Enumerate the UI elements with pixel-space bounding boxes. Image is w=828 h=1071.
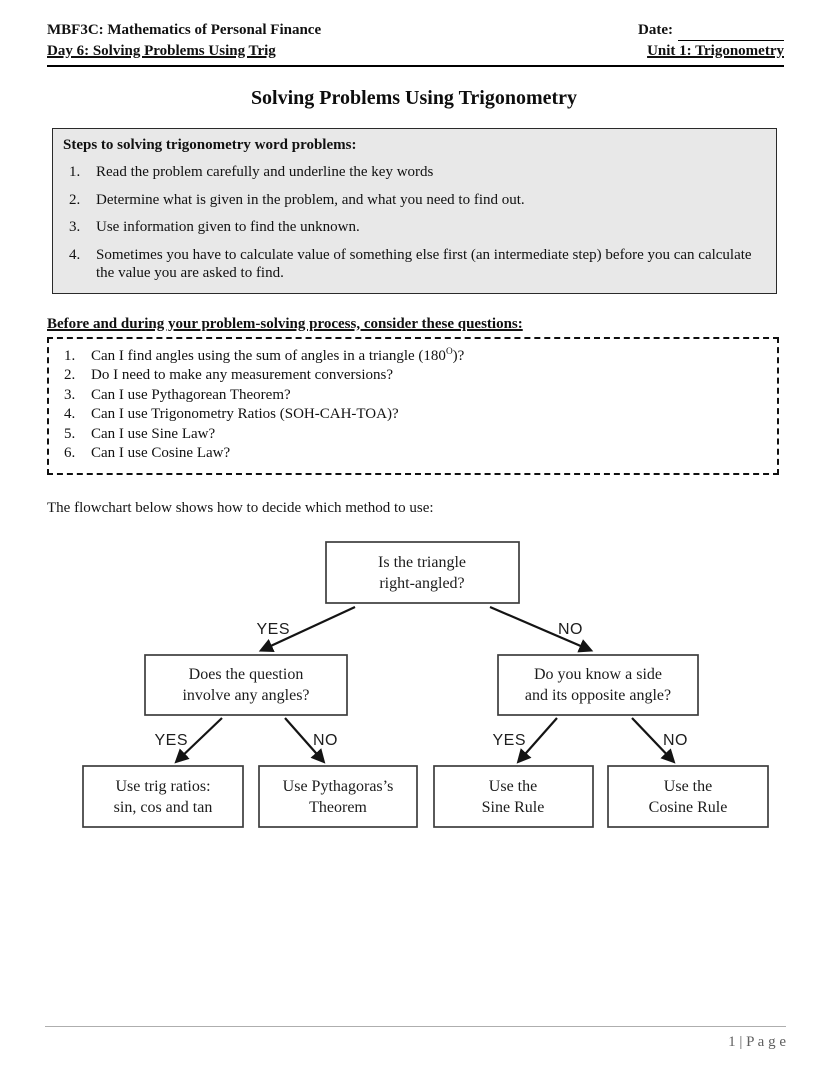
node-pythagoras-line2: Theorem xyxy=(309,799,367,816)
node-cosine-rule-line2: Cosine Rule xyxy=(649,799,728,816)
list-number: 2. xyxy=(64,367,76,384)
list-text: Use information given to find the unknow… xyxy=(96,219,360,236)
list-item: 2. Do I need to make any measurement con… xyxy=(64,366,767,386)
page-footer: 1 | P a g e xyxy=(45,1026,786,1051)
date-label: Date: xyxy=(638,22,673,38)
list-number: 1. xyxy=(64,347,76,364)
node-sine-rule-line1: Use the xyxy=(489,778,537,795)
list-text: Do I need to make any measurement conver… xyxy=(91,367,393,384)
node-sine-rule-line2: Sine Rule xyxy=(482,799,545,816)
list-item: 5. Can I use Sine Law? xyxy=(64,425,767,445)
node-angles-question xyxy=(144,654,348,716)
date-field: Date: xyxy=(638,20,784,41)
node-angles-line2: involve any angles? xyxy=(182,687,309,704)
node-sine-rule xyxy=(433,765,594,828)
list-number: 3. xyxy=(64,386,76,403)
node-cosine-rule xyxy=(607,765,769,828)
list-item: 3. Use information given to find the unk… xyxy=(63,218,764,237)
list-text: Can I use Cosine Law? xyxy=(91,445,231,462)
questions-box: 1. Can I find angles using the sum of an… xyxy=(47,336,779,475)
unit-title: Unit 1: Trigonometry xyxy=(647,43,784,59)
list-text: Can I use Trigonometry Ratios (SOH-CAH-T… xyxy=(91,406,399,423)
list-number: 2. xyxy=(69,191,81,208)
page-number: 1 | P a g e xyxy=(728,1034,786,1050)
node-side-angle-question xyxy=(497,654,699,716)
branch-label-yes: YES xyxy=(256,621,290,638)
day-title: Day 6: Solving Problems Using Trig xyxy=(47,43,276,59)
list-text: Sometimes you have to calculate value of… xyxy=(96,246,752,282)
branch-label-yes: YES xyxy=(492,732,526,749)
node-side-angle-line1: Do you know a side xyxy=(534,666,662,683)
branch-label-yes: YES xyxy=(154,732,188,749)
degree-superscript: O xyxy=(445,346,453,357)
node-trig-ratios-line2: sin, cos and tan xyxy=(114,799,213,816)
node-root xyxy=(325,541,520,604)
node-root-line1: Is the triangle xyxy=(378,554,466,571)
date-blank-line xyxy=(678,24,784,41)
branch-label-no: NO xyxy=(663,732,688,749)
list-text: Can I use Sine Law? xyxy=(91,425,216,442)
list-number: 3. xyxy=(69,219,81,236)
branch-label-no: NO xyxy=(313,732,338,749)
list-number: 5. xyxy=(64,425,76,442)
list-item: 1. Read the problem carefully and underl… xyxy=(63,163,764,182)
steps-heading: Steps to solving trigonometry word probl… xyxy=(63,137,357,153)
list-item: 1. Can I find angles using the sum of an… xyxy=(64,347,767,367)
node-root-line2: right-angled? xyxy=(379,575,464,592)
header-row-2: Day 6: Solving Problems Using Trig Unit … xyxy=(47,41,784,62)
arrow-right-no xyxy=(631,717,676,764)
list-item: 4. Can I use Trigonometry Ratios (SOH-CA… xyxy=(64,405,767,425)
list-text: Determine what is given in the problem, … xyxy=(96,191,525,208)
arrow-left-no xyxy=(284,717,326,764)
course-title: MBF3C: Mathematics of Personal Finance xyxy=(47,22,322,38)
list-number: 4. xyxy=(64,406,76,423)
node-trig-ratios-line1: Use trig ratios: xyxy=(115,778,210,795)
list-item: 4. Sometimes you have to calculate value… xyxy=(63,246,764,283)
list-text: Read the problem carefully and underline… xyxy=(96,164,434,180)
list-number: 4. xyxy=(69,246,81,263)
node-side-angle-line2: and its opposite angle? xyxy=(525,687,671,704)
arrow-root-no xyxy=(489,605,594,653)
node-angles-line1: Does the question xyxy=(189,666,304,683)
page-title: Solving Problems Using Trigonometry xyxy=(250,87,578,109)
list-text: Can I use Pythagorean Theorem? xyxy=(91,386,291,403)
list-text: Can I find angles using the sum of angle… xyxy=(91,346,465,364)
list-number: 6. xyxy=(64,445,76,462)
arrow-left-yes xyxy=(174,717,223,764)
list-item: 2. Determine what is given in the proble… xyxy=(63,191,764,210)
steps-box: Steps to solving trigonometry word probl… xyxy=(52,128,777,294)
node-pythagoras-line1: Use Pythagoras’s xyxy=(283,778,394,795)
node-pythagoras xyxy=(258,765,418,828)
header-row-1: MBF3C: Mathematics of Personal Finance D… xyxy=(47,20,784,41)
node-cosine-rule-line1: Use the xyxy=(664,778,712,795)
questions-heading: Before and during your problem-solving p… xyxy=(47,315,523,332)
node-trig-ratios xyxy=(82,765,244,828)
branch-label-no: NO xyxy=(558,621,583,638)
list-item: 3. Can I use Pythagorean Theorem? xyxy=(64,386,767,406)
arrow-right-yes xyxy=(516,717,558,764)
arrow-root-yes xyxy=(258,605,356,652)
list-item: 6. Can I use Cosine Law? xyxy=(64,444,767,464)
doc-header: MBF3C: Mathematics of Personal Finance D… xyxy=(47,20,784,67)
flowchart-intro: The flowchart below shows how to decide … xyxy=(47,499,434,516)
decision-flowchart: YES NO YES NO YES NO Is the triangle rig… xyxy=(82,541,769,828)
list-number: 1. xyxy=(69,164,81,180)
